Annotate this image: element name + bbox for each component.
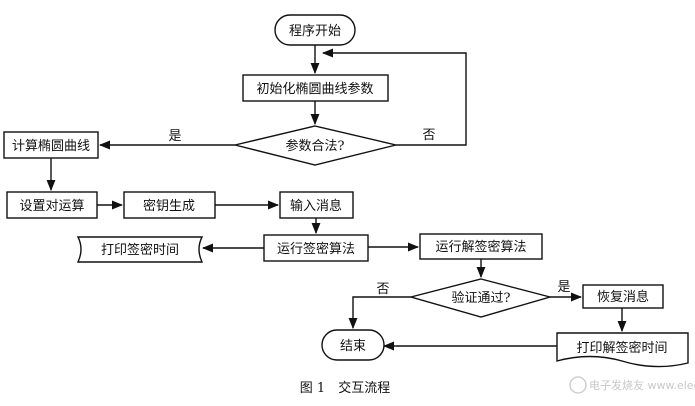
- node-run-unsign: 运行解签密算法: [419, 233, 543, 260]
- node-key-gen-label: 密钥生成: [143, 198, 195, 214]
- edge-valid-no-loop: [321, 48, 467, 146]
- node-input-msg-label: 输入消息: [290, 198, 342, 214]
- edge-verify-no-to-end: [348, 296, 411, 330]
- node-key-gen: 密钥生成: [123, 191, 216, 219]
- node-input-msg: 输入消息: [279, 191, 354, 219]
- node-print-sign-time-label: 打印签密时间: [101, 242, 179, 258]
- node-run-sign: 运行签密算法: [263, 234, 369, 262]
- node-print-sign-time: 打印签密时间: [76, 236, 204, 263]
- node-params-valid-label: 参数合法?: [286, 138, 345, 154]
- node-start: 程序开始: [274, 14, 356, 46]
- node-compute-curve-label: 计算椭圆曲线: [12, 138, 90, 154]
- node-start-label: 程序开始: [289, 24, 341, 39]
- edge-label-verify-no: 否: [376, 282, 389, 297]
- node-run-unsign-label: 运行解签密算法: [435, 239, 526, 255]
- node-end-label: 结束: [340, 339, 366, 354]
- edge-label-valid-no: 否: [422, 128, 435, 143]
- edge-labels: 是 否 否 是: [168, 128, 570, 297]
- edges: [46, 45, 627, 351]
- edge-label-verify-yes: 是: [557, 280, 570, 295]
- node-compute-curve: 计算椭圆曲线: [3, 131, 99, 159]
- node-params-valid: 参数合法?: [234, 125, 397, 166]
- node-verify-pass-label: 验证通过?: [452, 290, 511, 306]
- watermark-logo-icon: [569, 376, 587, 394]
- node-verify-pass: 验证通过?: [408, 278, 553, 318]
- watermark: 电子发烧友 www.elecfans.com: [569, 376, 695, 394]
- node-restore-msg: 恢复消息: [582, 284, 664, 309]
- node-restore-msg-label: 恢复消息: [597, 289, 649, 305]
- node-print-unsign-time-label: 打印解签密时间: [576, 340, 667, 356]
- watermark-text: 电子发烧友 www.elecfans.com: [589, 378, 695, 392]
- node-end: 结束: [321, 329, 385, 361]
- node-set-key-pair: 设置对运算: [6, 191, 98, 219]
- node-init-params: 初始化椭圆曲线参数: [242, 74, 389, 102]
- node-set-key-pair-label: 设置对运算: [19, 199, 84, 214]
- node-print-unsign-time: 打印解签密时间: [556, 332, 689, 368]
- figure-caption: 图 1 交互流程: [300, 380, 390, 396]
- node-init-params-label: 初始化椭圆曲线参数: [256, 81, 373, 97]
- node-run-sign-label: 运行签密算法: [277, 241, 355, 257]
- edge-label-valid-yes: 是: [168, 129, 181, 144]
